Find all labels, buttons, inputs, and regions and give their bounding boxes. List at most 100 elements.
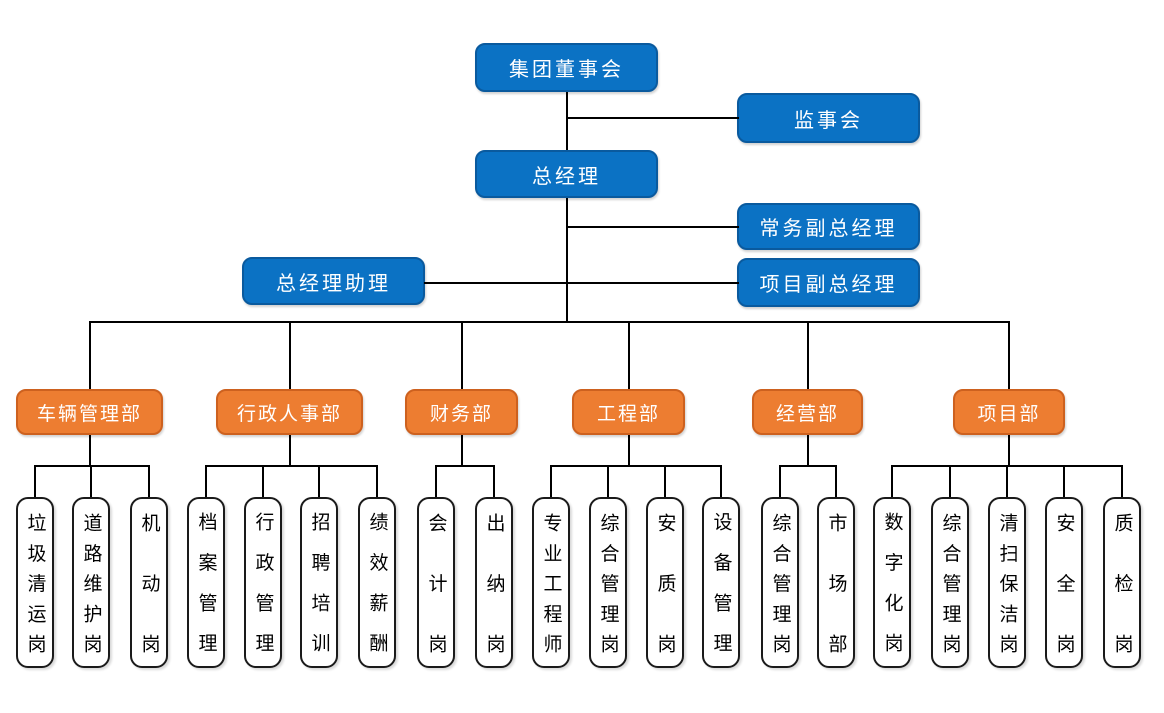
connector-line <box>288 322 291 389</box>
position-box: 垃圾清运岗 <box>16 497 54 668</box>
node-label: 财务部 <box>429 403 493 425</box>
position-box: 综合管理岗 <box>589 497 627 668</box>
connector-line <box>435 466 437 497</box>
position-label: 机动岗 <box>138 512 160 695</box>
connector-line <box>424 281 739 284</box>
position-label: 绩效薪酬 <box>366 512 388 674</box>
node-label: 经营部 <box>775 403 839 425</box>
connector-line <box>806 435 809 466</box>
position-label: 出纳岗 <box>483 512 505 695</box>
position-box: 数字化岗 <box>873 497 911 674</box>
position-label: 垃圾清运岗 <box>24 512 46 664</box>
connector-line <box>435 465 495 467</box>
position-label: 安质岗 <box>654 512 676 695</box>
node-project-department: 项目部 <box>953 389 1065 435</box>
position-box: 设备管理 <box>702 497 740 674</box>
connector-line <box>607 466 609 497</box>
connector-line <box>720 466 722 497</box>
connector-line <box>1063 466 1065 497</box>
node-label: 项目副总经理 <box>759 274 898 296</box>
connector-line <box>565 92 568 150</box>
node-label: 集团董事会 <box>509 59 624 81</box>
position-label: 质检岗 <box>1111 512 1133 695</box>
node-label: 行政人事部 <box>236 403 342 425</box>
connector-line <box>779 466 781 497</box>
node-vehicle-management: 车辆管理部 <box>16 389 163 435</box>
connector-line <box>835 466 837 497</box>
node-label: 车辆管理部 <box>36 403 142 425</box>
node-label: 监事会 <box>794 109 863 132</box>
connector-line <box>1121 466 1123 497</box>
connector-line <box>262 466 264 497</box>
connector-line <box>376 466 378 497</box>
position-box: 出纳岗 <box>475 497 513 694</box>
connector-line <box>1006 466 1008 497</box>
node-label: 总经理 <box>532 165 601 188</box>
connector-line <box>460 435 463 466</box>
position-box: 安全岗 <box>1045 497 1083 694</box>
connector-line <box>550 466 552 497</box>
connector-line <box>806 322 809 389</box>
node-admin-hr: 行政人事部 <box>216 389 363 435</box>
connector-line <box>88 321 1010 323</box>
connector-line <box>664 466 666 497</box>
node-operations: 经营部 <box>752 389 863 435</box>
connector-line <box>34 465 150 467</box>
position-box: 综合管理岗 <box>761 497 799 668</box>
position-label: 道路维护岗 <box>80 512 102 664</box>
connector-line <box>1008 322 1010 389</box>
connector-line <box>460 322 463 389</box>
connector-line <box>493 466 495 497</box>
position-box: 招聘培训 <box>300 497 338 674</box>
connector-line <box>88 322 91 389</box>
node-label: 常务副总经理 <box>759 218 898 240</box>
connector-line <box>205 466 207 497</box>
connector-line <box>949 466 951 497</box>
connector-line <box>205 465 378 467</box>
node-finance: 财务部 <box>405 389 518 435</box>
connector-line <box>318 466 320 497</box>
connector-line <box>565 198 568 322</box>
position-label: 行政管理 <box>252 512 274 674</box>
connector-line <box>627 435 630 466</box>
position-label: 综合管理岗 <box>939 512 961 664</box>
connector-line <box>779 465 837 467</box>
position-box: 绩效薪酬 <box>358 497 396 674</box>
position-label: 设备管理 <box>710 512 732 674</box>
connector-line <box>288 435 291 466</box>
position-box: 会计岗 <box>417 497 455 694</box>
connector-line <box>34 466 36 497</box>
position-box: 安质岗 <box>646 497 684 694</box>
connector-line <box>565 225 739 228</box>
node-label: 总经理助理 <box>276 272 391 295</box>
position-box: 行政管理 <box>244 497 282 674</box>
position-box: 清扫保洁岗 <box>988 497 1026 668</box>
position-label: 清扫保洁岗 <box>996 512 1018 664</box>
connector-line <box>1008 435 1010 466</box>
position-box: 档案管理 <box>187 497 225 674</box>
node-project-deputy-gm: 项目副总经理 <box>737 258 920 307</box>
position-label: 招聘培训 <box>308 512 330 674</box>
position-label: 综合管理岗 <box>597 512 619 664</box>
position-label: 安全岗 <box>1053 512 1075 695</box>
node-label: 项目部 <box>977 403 1041 425</box>
connector-line <box>550 465 722 467</box>
position-box: 质检岗 <box>1103 497 1141 694</box>
connector-line <box>90 466 92 497</box>
position-box: 机动岗 <box>130 497 168 694</box>
position-label: 数字化岗 <box>881 512 903 674</box>
position-box: 综合管理岗 <box>931 497 969 668</box>
position-box: 专业工程师 <box>532 497 570 668</box>
position-label: 专业工程师 <box>540 512 562 664</box>
connector-line <box>627 322 630 389</box>
node-executive-deputy-gm: 常务副总经理 <box>737 203 920 250</box>
position-label: 档案管理 <box>195 512 217 674</box>
node-board-of-directors: 集团董事会 <box>475 43 658 92</box>
node-supervisory-board: 监事会 <box>737 93 920 143</box>
node-gm-assistant: 总经理助理 <box>242 257 425 305</box>
connector-line <box>88 435 91 466</box>
position-label: 市场部 <box>825 512 847 695</box>
position-label: 综合管理岗 <box>769 512 791 664</box>
node-general-manager: 总经理 <box>475 150 658 198</box>
